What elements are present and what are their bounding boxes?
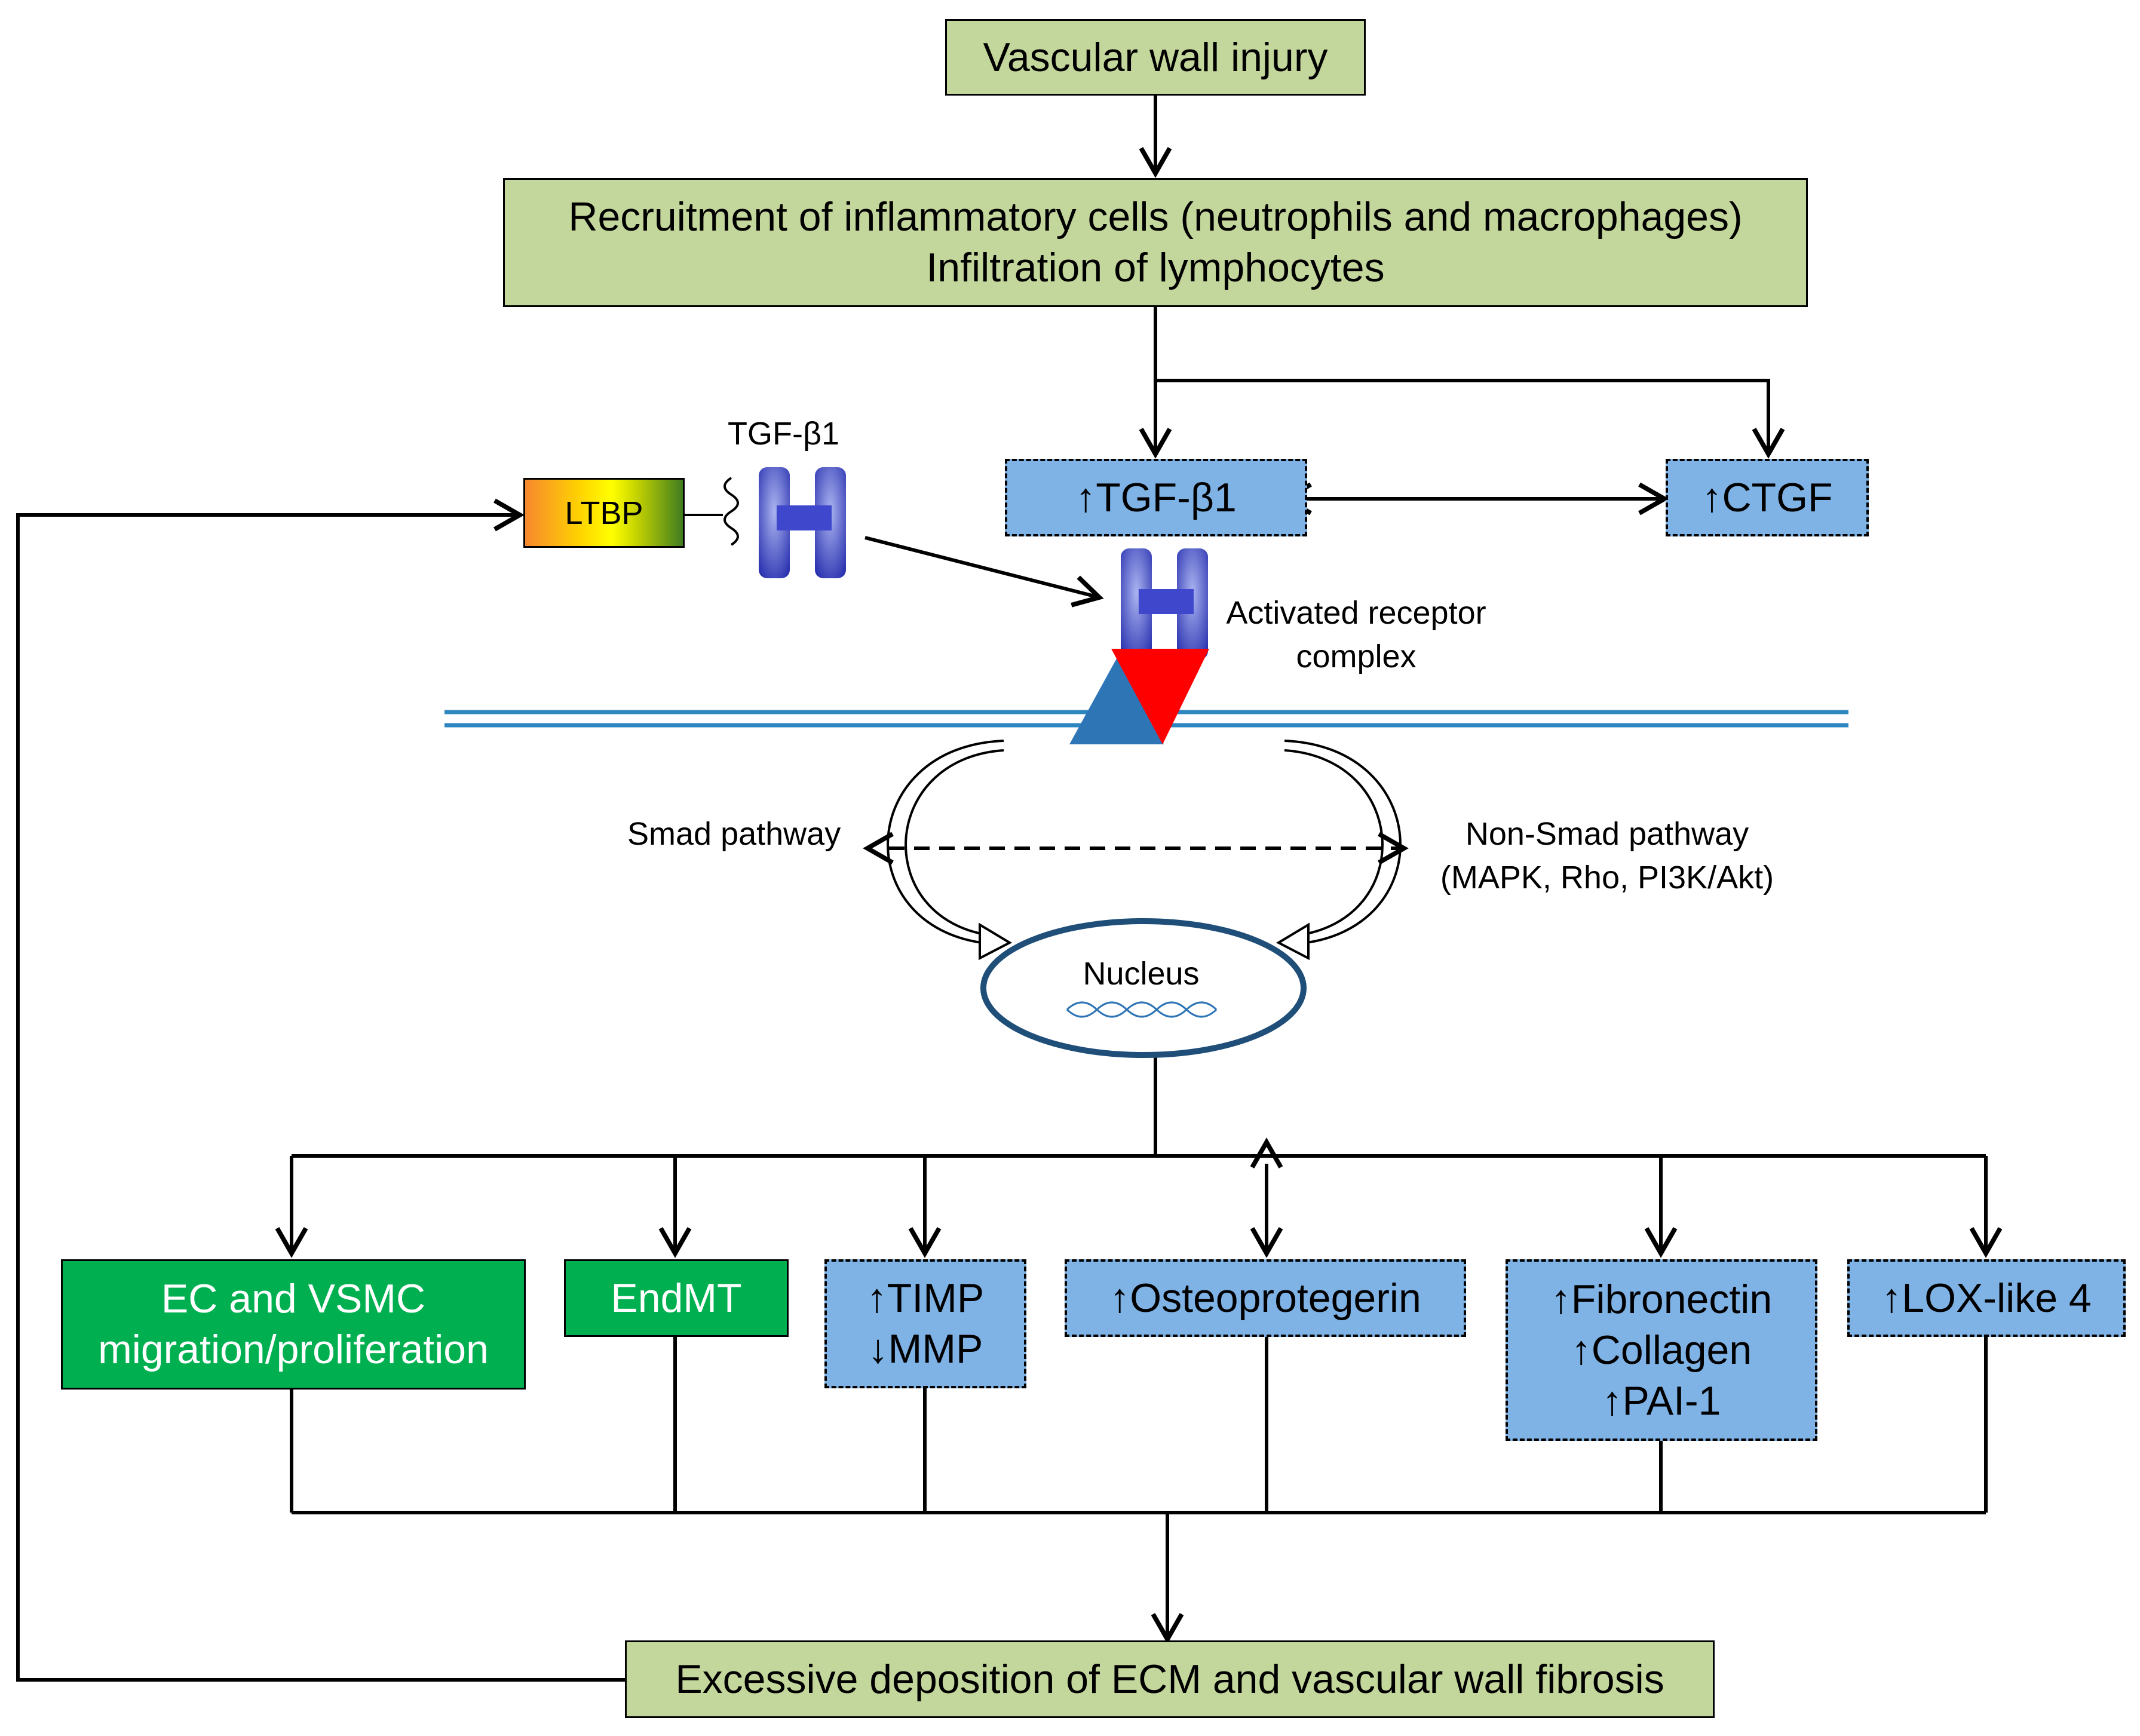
lox-like-4-box: ↑LOX-like 4 (1847, 1259, 2126, 1337)
smad-pathway-label: Smad pathway (627, 816, 841, 852)
tgf-ligand-icon (759, 467, 846, 578)
smad-curve-arrow (887, 740, 1004, 945)
nucleus-ellipse (980, 918, 1307, 1058)
recruitment-line2: Infiltration of lymphocytes (926, 245, 1385, 290)
recruitment-box: Recruitment of inflammatory cells (neutr… (503, 178, 1808, 307)
vascular-wall-injury-box: Vascular wall injury (945, 19, 1366, 96)
receptor-complex-icon (1069, 548, 1209, 744)
non-smad-pathway-label: Non-Smad pathway (MAPK, Rho, PI3K/Akt) (1416, 812, 1798, 900)
fibronectin-text: ↑Fibronectin (1550, 1276, 1773, 1322)
ltbp-text: LTBP (565, 495, 643, 531)
ec-vsmc-box: EC and VSMC migration/proliferation (61, 1259, 526, 1390)
mmp-text: ↓MMP (867, 1326, 983, 1372)
tgf-beta1-text: ↑TGF-β1 (1075, 474, 1237, 520)
osteoprotegerin-text: ↑Osteoprotegerin (1109, 1275, 1421, 1321)
timp-text: ↑TIMP (866, 1275, 985, 1321)
fibronectin-box: ↑Fibronectin ↑Collagen ↑PAI-1 (1506, 1259, 1817, 1441)
recruitment-line1: Recruitment of inflammatory cells (neutr… (568, 194, 1743, 240)
ctgf-box: ↑CTGF (1666, 459, 1869, 536)
collagen-text: ↑Collagen (1571, 1327, 1752, 1373)
nonsmad-arrowhead (1276, 922, 1310, 961)
nonsmad-curve-arrow (1284, 740, 1402, 945)
ctgf-text: ↑CTGF (1701, 474, 1833, 520)
tgf-ligand-label: TGF-β1 (728, 416, 840, 452)
feedback-loop-line (16, 498, 625, 1682)
ecm-fibrosis-text: Excessive deposition of ECM and vascular… (675, 1656, 1664, 1702)
activated-receptor-line1: Activated receptor (1226, 595, 1486, 631)
activated-receptor-line2: complex (1296, 638, 1417, 674)
timp-mmp-box: ↑TIMP ↓MMP (824, 1259, 1026, 1388)
ltbp-squiggle (723, 477, 739, 546)
nucleus-label: Nucleus (1083, 956, 1200, 992)
vascular-wall-injury-text: Vascular wall injury (983, 34, 1328, 80)
pai1-text: ↑PAI-1 (1602, 1378, 1721, 1424)
smad-arrowhead (979, 922, 1013, 961)
ecm-fibrosis-box: Excessive deposition of ECM and vascular… (625, 1640, 1715, 1718)
non-smad-line2: (MAPK, Rho, PI3K/Akt) (1440, 859, 1774, 895)
activated-receptor-label: Activated receptor complex (1213, 591, 1500, 679)
lox-like-4-text: ↑LOX-like 4 (1881, 1275, 2092, 1321)
non-smad-line1: Non-Smad pathway (1465, 816, 1749, 852)
ec-vsmc-line2: migration/proliferation (98, 1327, 489, 1372)
ltbp-box: LTBP (523, 478, 685, 548)
dna-helix-icon (1066, 1001, 1218, 1018)
tgf-beta1-box: ↑TGF-β1 (1005, 459, 1307, 536)
endmt-box: EndMT (564, 1259, 789, 1337)
ec-vsmc-line1: EC and VSMC (161, 1276, 426, 1321)
arrow-to-ctgf (1155, 379, 1785, 459)
arrow-ligand-to-receptor (864, 536, 1104, 608)
osteoprotegerin-box: ↑Osteoprotegerin (1065, 1259, 1466, 1337)
endmt-text: EndMT (611, 1275, 742, 1321)
